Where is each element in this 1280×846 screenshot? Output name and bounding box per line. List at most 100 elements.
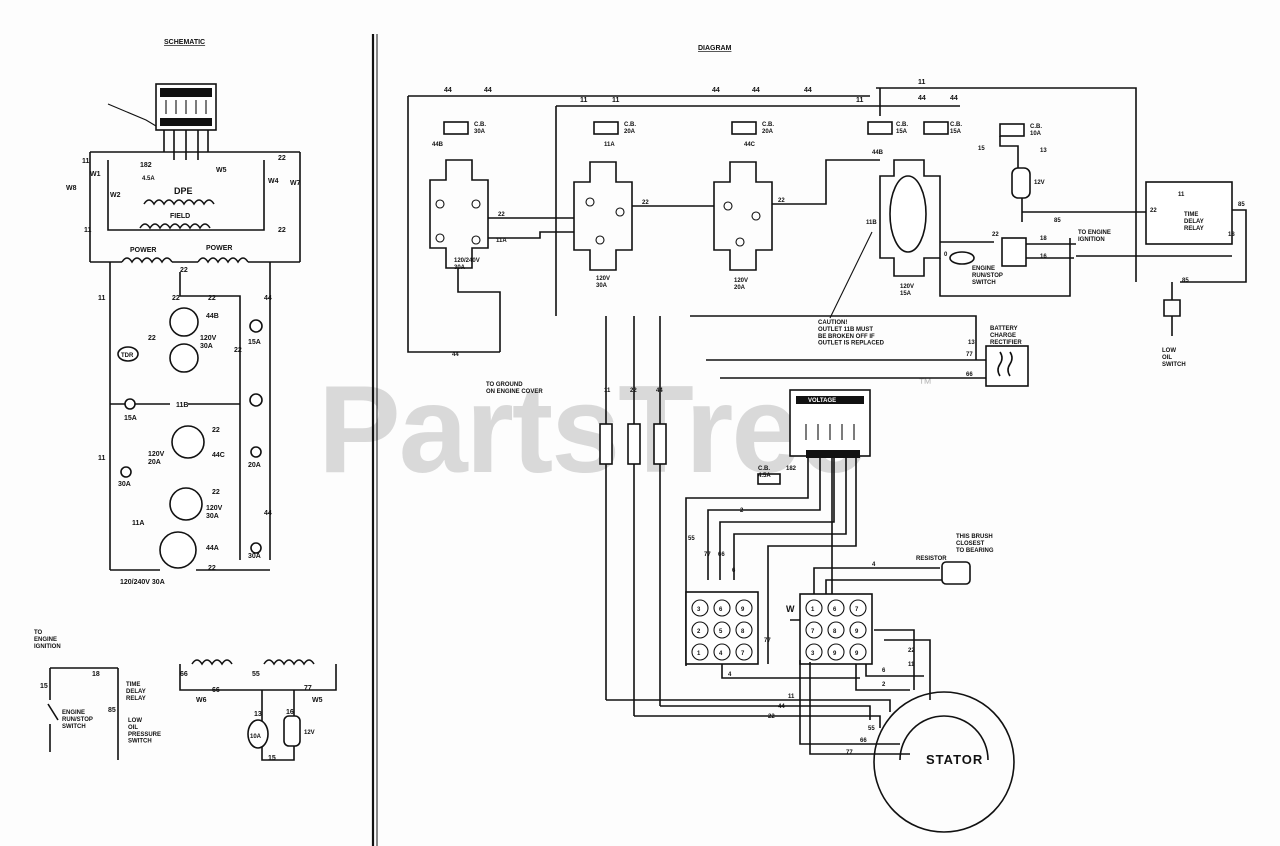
plug-right-pin-label: 9 xyxy=(855,651,859,657)
dia-44-g: 44 xyxy=(950,95,958,102)
cb-15a-a-label: C.B.15A xyxy=(896,122,908,135)
sch-w2: W2 xyxy=(110,192,121,199)
sch-wire-22e: 22 xyxy=(208,295,216,302)
watermark-text: PartsTree xyxy=(318,361,865,499)
dia-44-b: 44 xyxy=(484,87,492,94)
dia-6-b: 6 xyxy=(882,668,886,674)
legend-fuse xyxy=(247,719,269,749)
plug-left-pin xyxy=(691,599,709,617)
charger-wiring xyxy=(690,315,986,379)
plug-left-pin-label: 5 xyxy=(719,629,723,635)
fuse-wiring xyxy=(999,136,1154,222)
dia-fuse-holder xyxy=(1011,167,1031,199)
plug-right-pin-label: 9 xyxy=(855,629,859,635)
legend-battery xyxy=(283,715,301,747)
dia-outlet-1-pin-a xyxy=(435,199,445,209)
bus-11-top xyxy=(555,105,960,316)
plug-left-pin-label: 4 xyxy=(719,651,723,657)
cb-4-5a-label: C.B.4.5A xyxy=(758,466,771,479)
power-coil-left xyxy=(121,257,173,264)
sch-wire-44: 44 xyxy=(264,295,272,302)
watermark-tm: ™ xyxy=(918,375,932,391)
plug-right-pin-label: 8 xyxy=(833,629,837,635)
plug-right-pin xyxy=(805,599,823,617)
dia-outlet-1-pin-c xyxy=(435,233,445,243)
plug-left-pin-label: 6 xyxy=(719,607,723,613)
sch-w8: W8 xyxy=(66,185,77,192)
cb-15a-a xyxy=(867,121,893,135)
dia-16: 16 xyxy=(1040,254,1047,260)
sch-w5: W5 xyxy=(216,167,227,174)
schematic-title: SCHEMATIC xyxy=(164,39,205,46)
dia-55-b: 55 xyxy=(868,726,875,732)
dia-11-a: 11 xyxy=(580,97,588,104)
dia-outlet-2 xyxy=(573,161,633,271)
sch-wire-11c: 11 xyxy=(98,295,106,302)
connector-22 xyxy=(627,423,641,465)
ground-wire xyxy=(457,268,501,352)
dia-13: 13 xyxy=(1040,148,1047,154)
legend-12v: 12V xyxy=(304,730,315,736)
sch-wire-182: 182 xyxy=(140,162,152,169)
dia-outlet-1 xyxy=(429,159,489,269)
sch-w1: W1 xyxy=(90,171,101,178)
sch-wire-44a: 44A xyxy=(206,545,219,552)
sch-wire-22h: 22 xyxy=(212,427,220,434)
dia-4-b: 4 xyxy=(872,562,876,568)
plug-left-pin xyxy=(735,599,753,617)
sch-wire-44b: 44B xyxy=(206,313,219,320)
dia-66-c: 66 xyxy=(860,738,867,744)
dia-18: 18 xyxy=(1040,236,1047,242)
sch-20a-label: 20A xyxy=(248,462,261,469)
sch-wire-11b-label: 11B xyxy=(176,402,188,409)
sch-lamp xyxy=(249,393,263,407)
brush-leads xyxy=(813,567,942,594)
dia-22-g: 22 xyxy=(768,714,775,720)
dia-22-d: 22 xyxy=(992,232,999,238)
sch-wire-22j: 22 xyxy=(208,565,216,572)
plug-right-pin xyxy=(805,643,823,661)
plug-left-pin-label: 3 xyxy=(697,607,701,613)
cb-20a-b-label: C.B.20A xyxy=(762,122,774,135)
sch-wire-11a: 11A xyxy=(132,520,144,527)
dia-outlet-3 xyxy=(713,161,773,271)
dia-44b-b: 44B xyxy=(872,150,884,156)
dia-85-b: 85 xyxy=(1238,202,1245,208)
dia-15: 15 xyxy=(978,146,985,152)
dia-plug-right xyxy=(799,593,873,665)
plug-right-pin xyxy=(849,599,867,617)
plug-left-pin-label: 9 xyxy=(741,607,745,613)
sch-wire-11: 11 xyxy=(82,158,90,165)
dia-11-h: 11 xyxy=(908,662,915,668)
sch-15a-top-label: 15A xyxy=(248,339,261,346)
dia-regulator-digits xyxy=(805,424,855,440)
dia-44b: 44B xyxy=(432,142,444,148)
relay-wiring xyxy=(1076,209,1247,283)
sch-wire-11b: 11 xyxy=(84,227,92,234)
dpe-coil xyxy=(143,199,215,206)
dia-11-e: 11 xyxy=(1178,192,1185,198)
cb-30a-label: C.B.30A xyxy=(474,122,486,135)
plug-right-pin xyxy=(827,599,845,617)
sch-wire-44c: 44C xyxy=(212,452,225,459)
dia-11-d: 11 xyxy=(918,79,926,86)
tdr-symbol xyxy=(117,346,139,362)
dia-outlet-1-pin-d xyxy=(471,235,481,245)
legend-fuse-10a: 10A xyxy=(250,734,262,740)
dia-66-a: 66 xyxy=(966,372,973,378)
dia-plug-left-pins: 3 6 9 2 5 8 1 4 7 xyxy=(691,599,753,661)
dia-brush-holder xyxy=(941,561,971,585)
dia-66-b: 66 xyxy=(718,552,725,558)
legend-wire-66: 66 xyxy=(180,671,188,678)
